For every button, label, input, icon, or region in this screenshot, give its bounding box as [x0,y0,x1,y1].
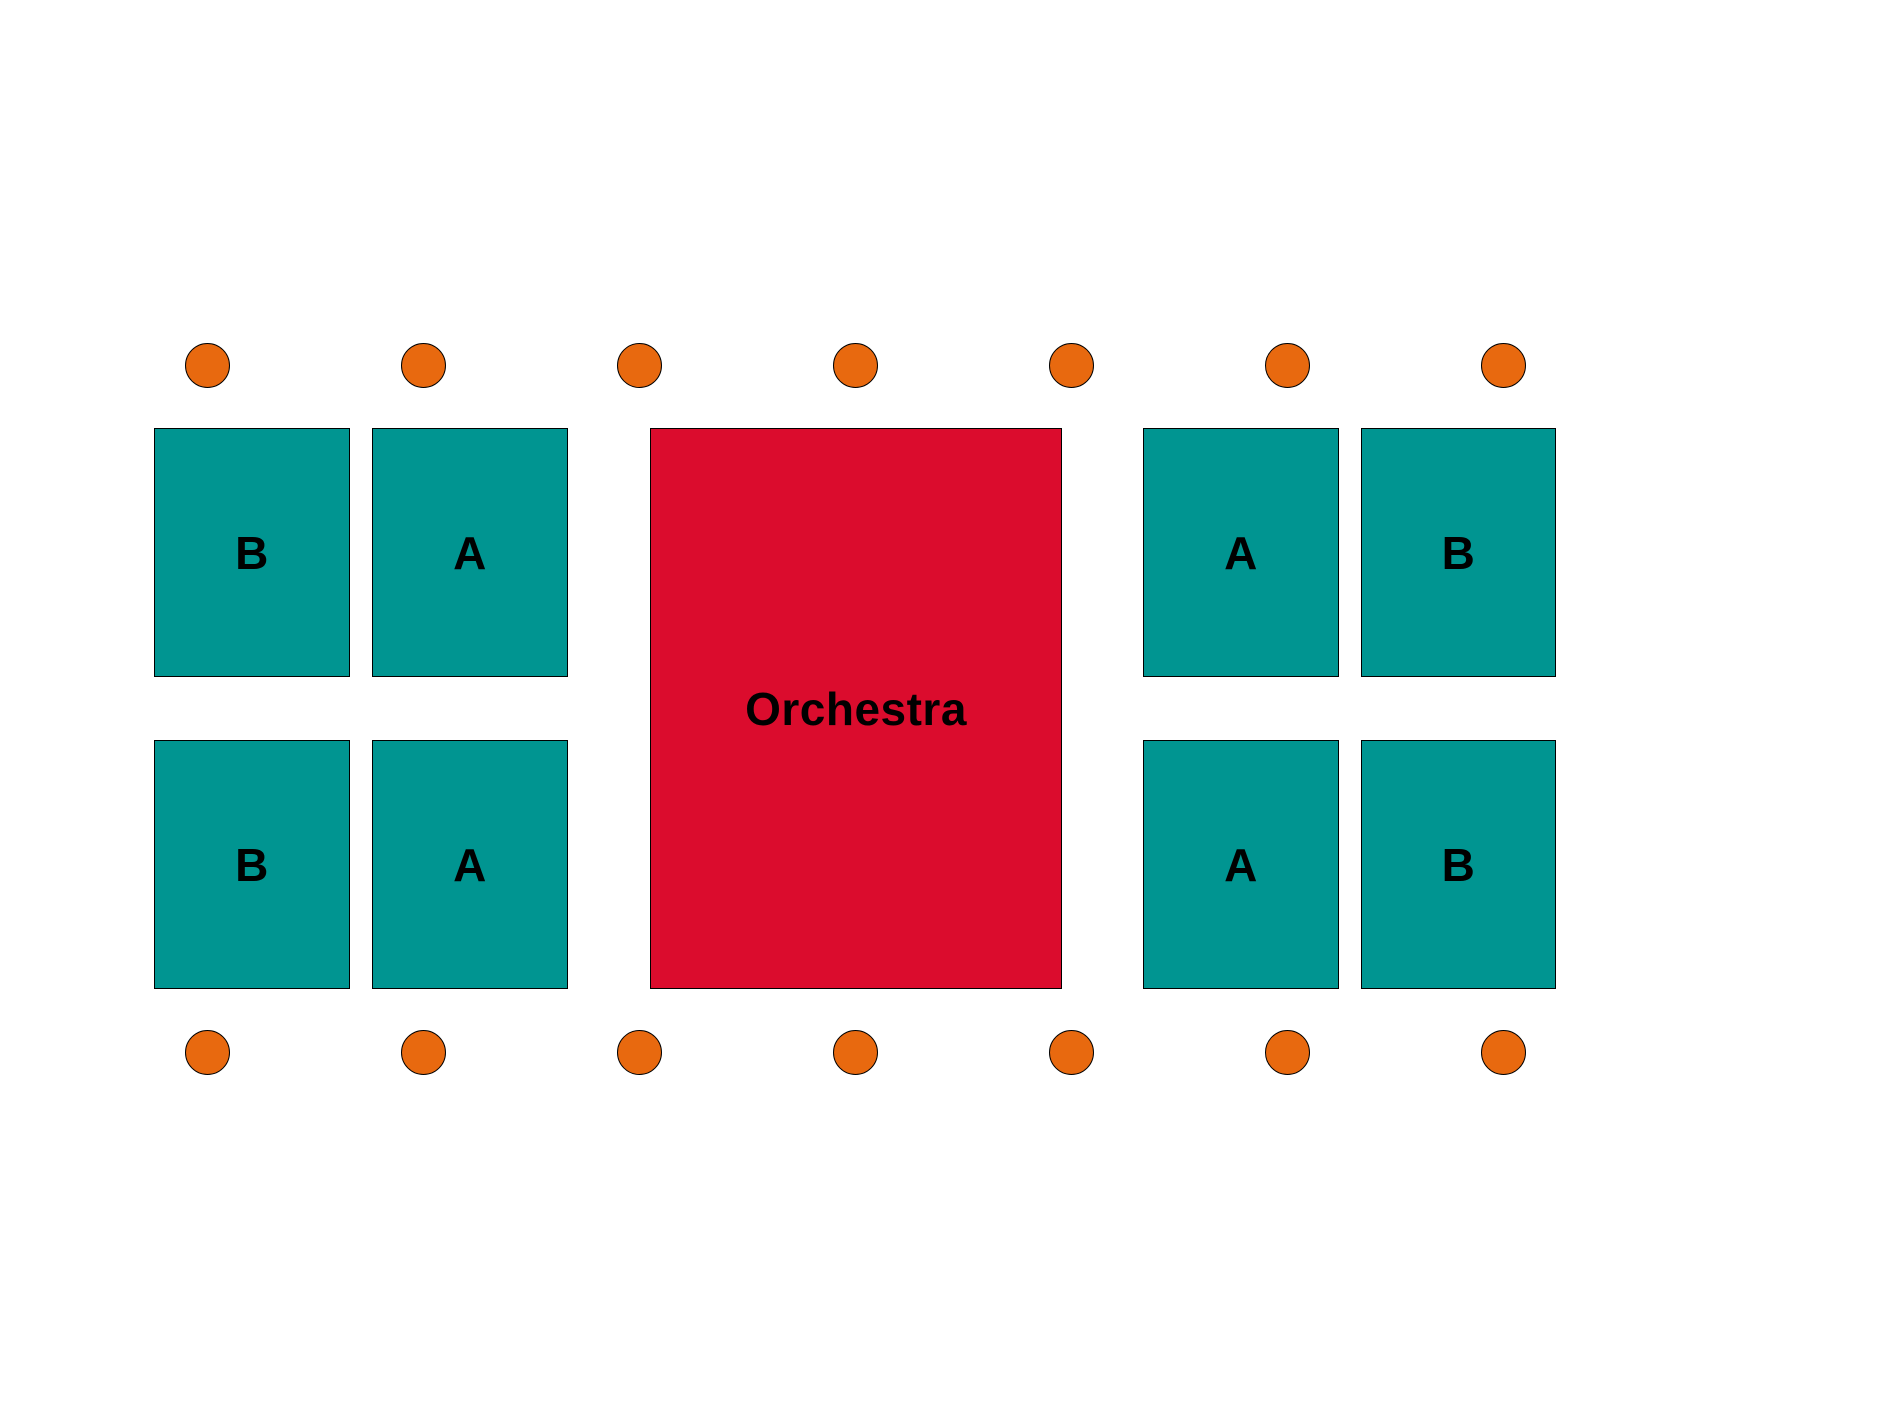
top-lamp-circle-7 [1480,342,1526,388]
bottom-lamp-circle-5 [1048,1029,1094,1075]
seating-section-b-3: B [1361,428,1556,677]
top-lamp-circle-1 [184,342,230,388]
top-lamp-circle-6 [1264,342,1310,388]
top-lamp-circle-2 [400,342,446,388]
section-label: B [1441,526,1476,579]
orchestra-label: Orchestra [745,682,967,735]
section-label: B [1441,838,1476,891]
bottom-lamp-circle-6 [1264,1029,1310,1075]
bottom-lamp-circle-2 [400,1029,446,1075]
bottom-lamp-circle-4 [832,1029,878,1075]
seating-section-b-0: B [154,428,350,677]
seating-section-a-5: A [372,740,568,989]
seating-section-b-7: B [1361,740,1556,989]
seating-section-a-6: A [1143,740,1339,989]
bottom-lamp-circle-7 [1480,1029,1526,1075]
section-label: B [235,838,269,891]
section-label: A [453,526,487,579]
section-label: A [453,838,487,891]
bottom-lamp-circle-1 [184,1029,230,1075]
seating-section-a-1: A [372,428,568,677]
section-label: A [1224,526,1258,579]
top-lamp-circle-4 [832,342,878,388]
orchestra-area: Orchestra [650,428,1062,989]
section-label: B [235,526,269,579]
seating-section-a-2: A [1143,428,1339,677]
seating-section-b-4: B [154,740,350,989]
top-lamp-circle-5 [1048,342,1094,388]
top-lamp-circle-3 [616,342,662,388]
bottom-lamp-circle-3 [616,1029,662,1075]
section-label: A [1224,838,1258,891]
